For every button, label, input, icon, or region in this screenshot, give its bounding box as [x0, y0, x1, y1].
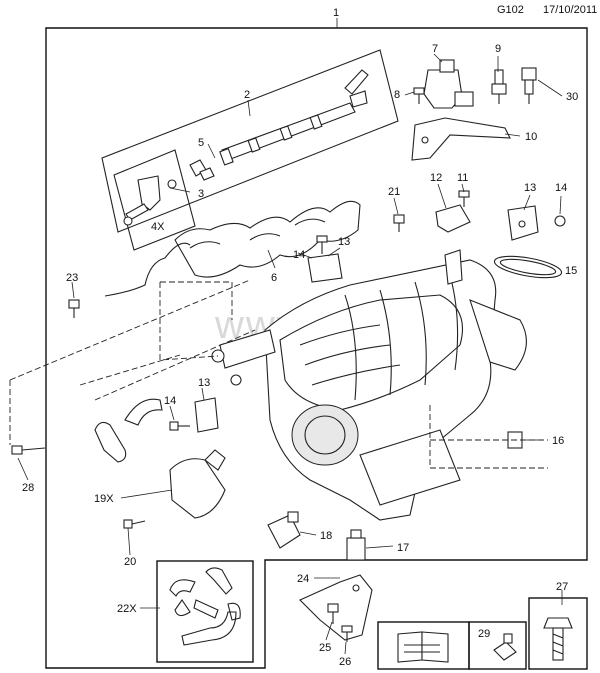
callout-14-mid: 14	[293, 249, 305, 261]
pcv-pipe	[211, 329, 276, 386]
callout-12: 12	[430, 172, 442, 184]
fuel-rail	[219, 69, 369, 166]
bolt-27	[543, 617, 573, 661]
intake-gasket	[174, 200, 361, 278]
callout-7: 7	[432, 43, 438, 55]
callout-11: 11	[457, 172, 468, 184]
bolt-23	[68, 299, 80, 318]
part-29-box	[468, 621, 527, 670]
callout-9: 9	[495, 43, 501, 55]
callout-14-left: 14	[164, 395, 176, 407]
callout-5: 5	[198, 137, 204, 149]
breather-line	[104, 242, 191, 297]
callout-18: 18	[320, 530, 332, 542]
bolt-26	[341, 625, 353, 642]
bracket-13-mid	[307, 253, 343, 283]
purge-valve	[169, 449, 226, 519]
callout-13-mid: 13	[338, 236, 350, 248]
sensor-9	[491, 69, 507, 104]
hose-kit-box	[156, 560, 254, 663]
bolt-28	[11, 445, 46, 455]
bolt-21	[393, 214, 405, 232]
intake-manifold	[264, 249, 527, 521]
callout-19x: 19X	[94, 493, 114, 505]
bolt-14-right	[554, 215, 566, 227]
callout-8: 8	[394, 89, 400, 101]
callout-3: 3	[198, 188, 204, 200]
diagram-date: 17/10/2011	[543, 4, 598, 16]
callout-13-left: 13	[198, 377, 210, 389]
callout-17: 17	[397, 542, 409, 554]
vacuum-hose	[94, 398, 163, 463]
callout-14-right: 14	[555, 182, 567, 194]
bolt-14-left	[169, 421, 190, 431]
fuel-injector	[123, 175, 177, 226]
small-hoses	[169, 567, 241, 646]
injector-clip	[189, 159, 215, 181]
callout-2: 2	[244, 89, 250, 101]
callout-26: 26	[339, 656, 351, 668]
callout-13-right: 13	[524, 182, 536, 194]
callout-24: 24	[297, 573, 309, 585]
callout-22x: 22X	[117, 603, 137, 615]
fuel-rail-box	[101, 49, 399, 233]
callout-1: 1	[333, 7, 339, 19]
sensor-29	[493, 633, 517, 661]
sensor-18	[267, 511, 301, 549]
callout-4x: 4X	[151, 221, 165, 233]
sensor-17	[346, 529, 366, 561]
bolt-25	[327, 603, 339, 624]
service-manual-icon	[397, 631, 449, 663]
sensor-bracket	[411, 117, 511, 161]
sensor-30	[521, 67, 537, 104]
bolt-11	[458, 190, 470, 207]
callout-29: 29	[478, 628, 490, 640]
part-27-box	[528, 597, 588, 670]
bracket-13-left	[194, 397, 219, 433]
bolt-20	[123, 519, 146, 529]
callout-20: 20	[124, 556, 136, 568]
callout-10: 10	[525, 131, 537, 143]
diagram-code: G102	[497, 4, 524, 16]
callout-15: 15	[565, 265, 577, 277]
callout-6: 6	[271, 272, 277, 284]
main-frame	[45, 27, 588, 669]
callout-27: 27	[556, 581, 568, 593]
dashed-guide-lines	[9, 279, 548, 469]
callout-leaders	[17, 53, 563, 655]
bolt-14-mid	[316, 235, 328, 254]
bolt-8	[413, 87, 425, 104]
bracket-13-right	[507, 205, 539, 241]
seal-ring	[493, 255, 563, 279]
callout-16: 16	[552, 435, 564, 447]
callout-21: 21	[388, 186, 400, 198]
throttle-body-port	[291, 404, 359, 466]
callout-23: 23	[66, 272, 78, 284]
callout-25: 25	[319, 642, 331, 654]
callout-30: 30	[566, 91, 578, 103]
sensor-12	[435, 204, 471, 233]
callout-28: 28	[22, 482, 34, 494]
pressure-sensor	[423, 59, 474, 109]
